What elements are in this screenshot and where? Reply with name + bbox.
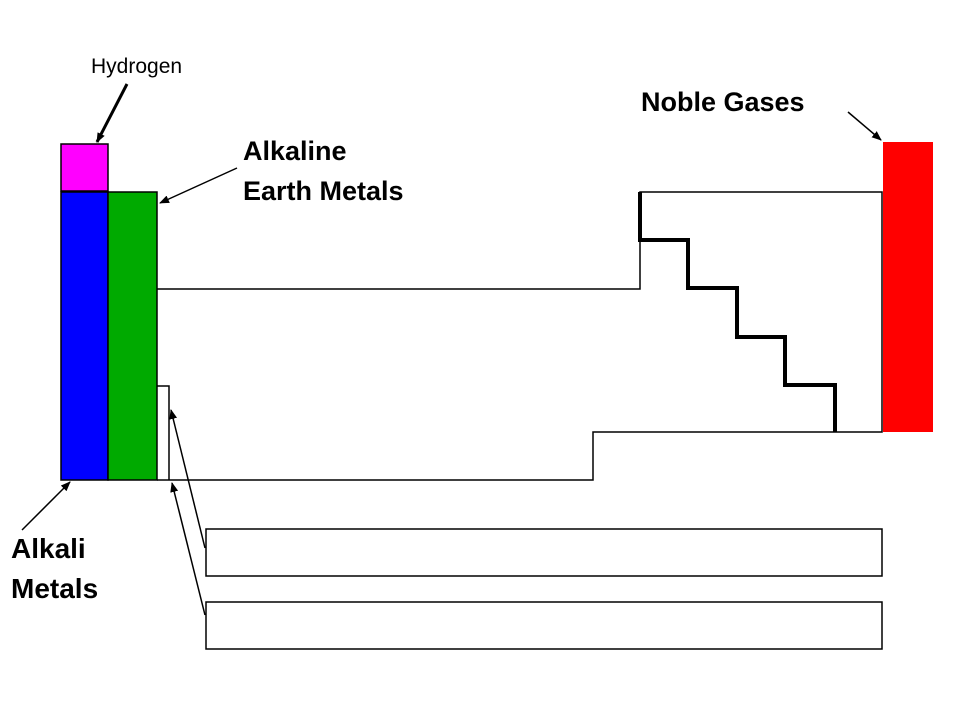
hydrogen-arrow xyxy=(95,83,129,143)
alkali-metals-label-line2: Metals xyxy=(11,573,98,604)
lanthanides-row xyxy=(205,528,883,577)
noble-gases-block xyxy=(883,142,933,432)
noble-gases-arrow xyxy=(847,111,882,141)
lanthanides-arrow xyxy=(169,409,206,549)
alkali-metals-block xyxy=(60,191,109,481)
actinides-row xyxy=(205,601,883,650)
alkaline-earth-label-line1: Alkaline xyxy=(243,136,347,166)
hydrogen-block xyxy=(60,143,109,192)
alkali-metals-arrow xyxy=(21,481,71,531)
actinides-arrow xyxy=(170,482,206,616)
hydrogen-label: Hydrogen xyxy=(91,55,182,78)
table-outline xyxy=(157,191,883,481)
alkali-metals-label-line1: Alkali xyxy=(11,533,86,564)
alkaline-earth-metals-block xyxy=(107,191,158,481)
alkaline-earth-arrow xyxy=(159,167,238,204)
noble-gases-label: Noble Gases xyxy=(641,87,805,117)
group3-step-outline xyxy=(157,385,170,480)
alkaline-earth-label-line2: Earth Metals xyxy=(243,176,404,206)
metalloid-staircase xyxy=(638,192,837,432)
